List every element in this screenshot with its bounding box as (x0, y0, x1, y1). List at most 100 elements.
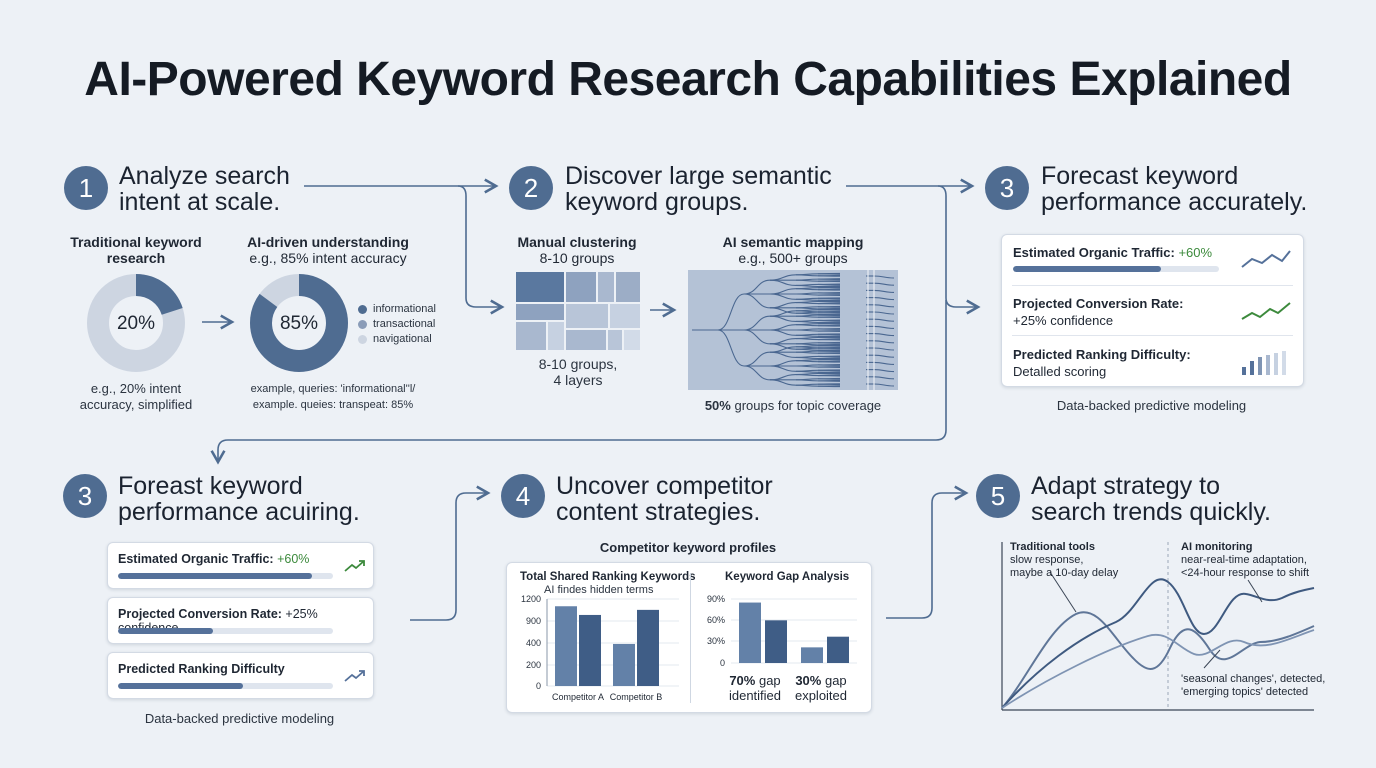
tree-branch (795, 288, 819, 291)
gap-identified-percent: 70% (729, 673, 756, 688)
page-title: AI-Powered Keyword Research Capabilities… (84, 53, 1292, 106)
traditional-title-line1: Traditional keyword (70, 234, 202, 250)
tree-branch (795, 351, 819, 354)
ai-understanding-title: AI-driven understanding e.g., 85% intent… (228, 234, 428, 266)
treemap-cell (516, 322, 546, 350)
y-tick-label: 90% (707, 594, 725, 604)
arrow-4-to-5 (886, 485, 969, 619)
metric-difficulty-sub: Detalled scoring (1013, 364, 1107, 379)
tree-branch (873, 354, 895, 358)
metric-organic-traffic-label: Estimated Organic Traffic: (1013, 245, 1179, 260)
step-3b-heading: Foreast keyword performance acuiring. (118, 473, 360, 525)
trend-up-icon (344, 670, 365, 682)
y-tick-label: 400 (526, 638, 541, 648)
tree-branch (873, 275, 895, 279)
metric-conversion-rate: Projected Conversion Rate: +25% confiden… (1013, 295, 1184, 329)
metric-conversion-label: Projected Conversion Rate: (1013, 296, 1184, 311)
traditional-title-line2: research (106, 250, 166, 266)
tree-branch (873, 361, 895, 365)
metric-card-difficulty-progress-fill (118, 683, 243, 689)
tree-branch (795, 373, 819, 377)
traditional-donut-value: 20% (116, 313, 156, 334)
legend-dot-informational (358, 304, 367, 314)
metric-card-conversion-label-text: Projected Conversion Rate: (118, 607, 286, 621)
manual-clustering-title: Manual clustering 8-10 groups (502, 234, 652, 266)
traditional-caption-line1: e.g., 20% intent (90, 381, 182, 396)
ai-monitoring-label: AI monitoring near-real-time adaptation,… (1181, 541, 1309, 580)
metric-card-organic-progress (118, 573, 333, 579)
ai-understanding-title-line2: e.g., 85% intent accuracy (249, 250, 407, 266)
step-2-number-badge: 2 (509, 166, 553, 210)
keyword-gap-title: Keyword Gap Analysis (725, 571, 850, 583)
callout-seasonal (1203, 649, 1221, 669)
tree-branch (873, 340, 895, 344)
step-3b-number-badge: 3 (63, 474, 107, 518)
x-tick-label: Competitor B (610, 692, 663, 702)
metric-card-difficulty-progress (118, 683, 333, 689)
tree-branch (769, 329, 797, 336)
ai-caption: example, queries: 'informational''l/ exa… (228, 381, 438, 413)
trend-note-line1: 'seasonal changes', detected, (1181, 673, 1326, 685)
tree-branch (873, 325, 895, 329)
tree-branch (795, 360, 819, 363)
legend-dot-transactional (358, 319, 367, 329)
step-1-heading: Analyze search intent at scale. (119, 163, 290, 215)
chart-divider (690, 573, 691, 703)
tree-branch (795, 310, 819, 313)
ai-semantic-title-text: AI semantic mapping (722, 234, 864, 250)
step-5-heading-line2: search trends quickly. (1031, 498, 1271, 526)
manual-clustering-caption: 8-10 groups, 4 layers (516, 356, 640, 388)
metric-conversion-sub: +25% confidence (1013, 313, 1114, 328)
manual-caption-line1: 8-10 groups, (538, 356, 618, 372)
tree-branch (769, 307, 797, 314)
tree-branch (769, 279, 797, 287)
metric-card-organic-progress-fill (118, 573, 312, 579)
ai-understanding-title-line1: AI-driven understanding (247, 234, 409, 250)
tree-branch (795, 324, 819, 327)
step-4-heading-line2: content strategies. (556, 498, 761, 526)
step-4-heading: Uncover competitor content strategies. (556, 473, 773, 525)
semantic-tree-grid (867, 270, 875, 390)
tree-branch (795, 298, 819, 301)
tree-branch (795, 370, 819, 373)
step-3-heading-line2: performance accurately. (1041, 188, 1308, 216)
y-tick-label: 0 (536, 681, 541, 691)
metric-organic-traffic-value: +60% (1178, 245, 1213, 260)
tree-branch (795, 343, 819, 346)
gap-exploited-percent: 30% (795, 673, 822, 688)
tree-branch (795, 329, 819, 332)
trend-up-green-icon (1241, 302, 1291, 320)
step-3-heading-line1: Forecast keyword (1041, 162, 1239, 190)
tree-branch (795, 320, 819, 324)
treemap-cell (566, 304, 608, 328)
treemap-cell (566, 272, 596, 302)
y-tick-label: 60% (707, 615, 725, 625)
callout-ai (1247, 579, 1263, 603)
y-tick-label: 30% (707, 636, 725, 646)
ai-semantic-caption-rest: groups for topic coverage (730, 398, 882, 413)
legend-informational: informational (358, 303, 436, 315)
arrow-branch-down-2 (937, 185, 981, 315)
step-5-heading: Adapt strategy to search trends quickly. (1031, 473, 1271, 525)
tree-branch (795, 301, 819, 305)
keyword-gap-bar-chart: 90% 60% 30% 0 (707, 594, 857, 668)
ai-monitoring-sub1: near-real-time adaptation, (1181, 554, 1307, 566)
treemap-cell (566, 330, 606, 350)
tree-branch (743, 293, 771, 309)
tree-branch (795, 279, 819, 282)
y-tick-label: 0 (720, 658, 725, 668)
callout-traditional (1049, 571, 1077, 613)
tree-branch (795, 337, 819, 341)
tree-branch (795, 379, 819, 382)
shared-keywords-title: Total Shared Ranking Keywords (520, 571, 696, 583)
ai-monitoring-sub2: <24-hour response to shift (1181, 567, 1310, 579)
treemap-cell (598, 272, 614, 302)
tree-branch (717, 329, 745, 367)
tree-branch (873, 369, 895, 373)
bar (579, 614, 601, 686)
traditional-donut-segment (87, 274, 185, 372)
tree-branch (743, 365, 771, 381)
forecast-metrics-card: Estimated Organic Traffic: +60% Projecte… (1001, 234, 1304, 387)
traditional-caption: e.g., 20% intent accuracy, simplified (56, 381, 216, 413)
